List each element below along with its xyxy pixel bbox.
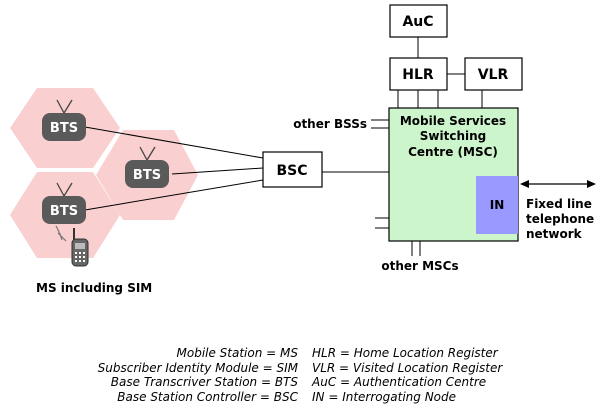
in-label: IN [490,198,505,212]
bsc-box [262,151,323,188]
msc-label-line2: Switching [420,129,486,143]
bts-label-1: BTS [50,121,78,136]
legend-left-item: Base Transcriver Station = BTS [111,375,299,389]
vlr-label: VLR [478,67,509,83]
fixed-line-label-2: telephone [526,212,594,226]
in-box [476,176,518,234]
hlr-box [389,57,448,91]
bts-box-2 [125,160,169,188]
legend-right-item: VLR = Visited Location Register [312,361,503,375]
msc-label-line3: Centre (MSC) [408,145,498,159]
legend-right-item: AuC = Authentication Centre [311,375,486,389]
antenna-icon [56,182,73,197]
bts-label-3: BTS [50,204,78,219]
fixed-line-label-1: Fixed line [526,197,592,211]
mobile-phone-icon [55,225,89,267]
antenna-icon [139,146,156,161]
ms-including-sim-label: MS including SIM [36,281,152,295]
msc-label-line1: Mobile Services [400,114,506,128]
hlr-label: HLR [402,67,434,83]
auc-box [389,4,448,38]
other-mscs-label: other MSCs [381,259,458,273]
legend-left-item: Mobile Station = MS [177,346,299,360]
bsc-label: BSC [276,163,307,179]
bts-box-3 [42,196,86,224]
connection-lines [84,37,483,256]
arrow-double-icon [520,180,596,188]
legend-left-item: Subscriber Identity Module = SIM [98,361,299,375]
legend-left-item: Base Station Controller = BSC [117,390,298,404]
antenna-icon [56,99,73,114]
legend-right-item: HLR = Home Location Register [312,346,499,360]
auc-label: AuC [402,14,433,30]
bts-box-1 [42,113,86,141]
bts-label-2: BTS [133,168,161,183]
other-bsss-label: other BSSs [293,117,367,131]
vlr-box [464,57,523,91]
legend-right-item: IN = Interrogating Node [312,390,456,404]
fixed-line-label-3: network [526,227,583,241]
